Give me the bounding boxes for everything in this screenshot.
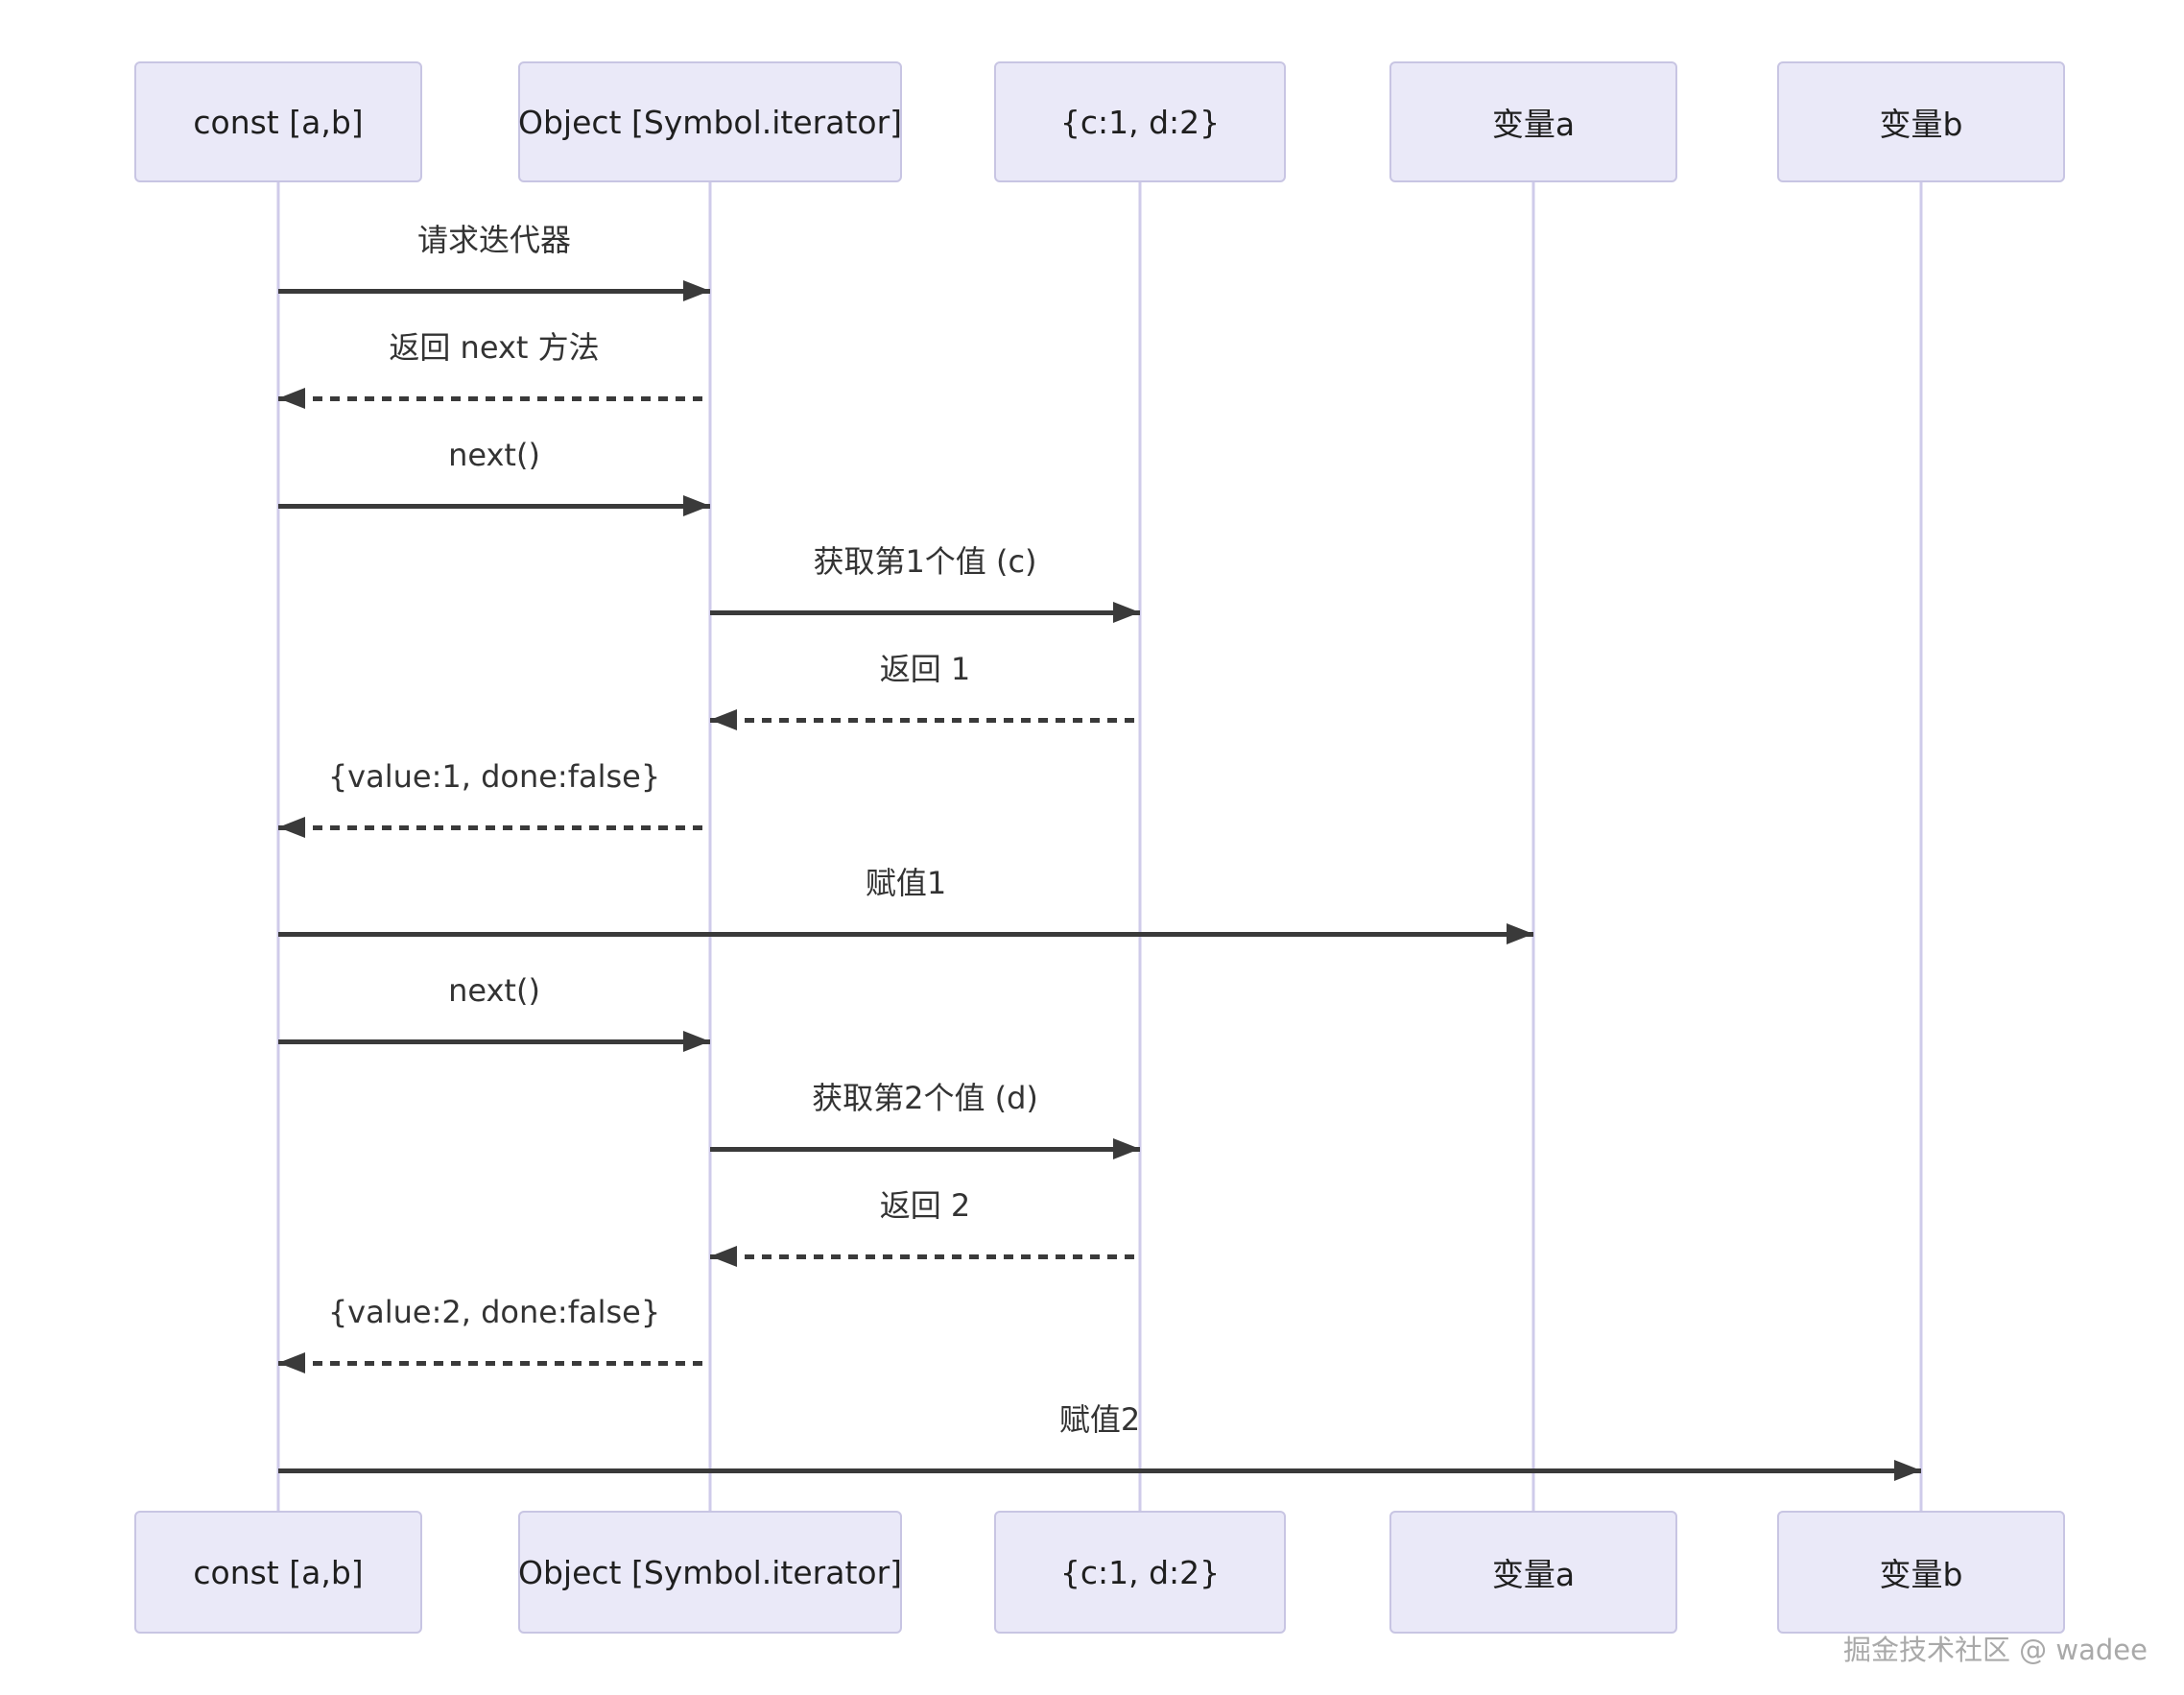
- message-label-1: 请求迭代器: [416, 222, 572, 258]
- message-arrow-5: [710, 709, 1140, 730]
- participant-bottom-const-ab: const [a,b]: [134, 1511, 422, 1634]
- arrowhead-right-icon: [1113, 602, 1140, 623]
- message-label-4: 获取第1个值 (c): [813, 543, 1037, 580]
- message-arrow-4: [710, 602, 1140, 623]
- message-arrow-2: [278, 388, 710, 409]
- message-arrow-3: [278, 495, 710, 516]
- message-arrow-9: [710, 1138, 1140, 1159]
- participant-bottom-var-a: 变量a: [1389, 1511, 1677, 1634]
- message-arrow-6: [278, 817, 710, 838]
- participant-top-object-symbol-iterator: Object [Symbol.iterator]: [518, 61, 902, 182]
- participant-bottom-var-b: 变量b: [1777, 1511, 2065, 1634]
- message-arrow-12: [278, 1460, 1921, 1481]
- arrowhead-left-icon: [278, 1352, 305, 1373]
- participant-top-const-ab: const [a,b]: [134, 61, 422, 182]
- lifeline-c1-d2: [1138, 182, 1142, 1511]
- message-label-9: 获取第2个值 (d): [812, 1080, 1038, 1116]
- message-label-5: 返回 1: [879, 651, 971, 687]
- message-label-3: next(): [448, 437, 540, 473]
- participant-bottom-object-symbol-iterator: Object [Symbol.iterator]: [518, 1511, 902, 1634]
- message-label-10: 返回 2: [879, 1187, 971, 1224]
- participant-bottom-c1-d2: {c:1, d:2}: [994, 1511, 1286, 1634]
- arrowhead-right-icon: [683, 1031, 710, 1052]
- message-arrow-10: [710, 1246, 1140, 1267]
- arrowhead-right-icon: [683, 280, 710, 301]
- lifeline-const-ab: [276, 182, 280, 1511]
- arrowhead-right-icon: [1113, 1138, 1140, 1159]
- message-label-8: next(): [448, 972, 540, 1009]
- arrowhead-left-icon: [710, 1246, 737, 1267]
- arrowhead-left-icon: [278, 817, 305, 838]
- participant-top-var-a: 变量a: [1389, 61, 1677, 182]
- message-arrow-8: [278, 1031, 710, 1052]
- arrowhead-right-icon: [1507, 923, 1533, 944]
- message-arrow-7: [278, 923, 1533, 944]
- lifeline-var-b: [1919, 182, 1923, 1511]
- arrowhead-right-icon: [1894, 1460, 1921, 1481]
- participant-top-var-b: 变量b: [1777, 61, 2065, 182]
- lifeline-object-symbol-iterator: [708, 182, 712, 1511]
- arrowhead-left-icon: [710, 709, 737, 730]
- message-label-6: {value:1, done:false}: [327, 758, 661, 795]
- message-label-12: 赋值2: [1058, 1401, 1141, 1438]
- participant-top-c1-d2: {c:1, d:2}: [994, 61, 1286, 182]
- lifeline-var-a: [1531, 182, 1535, 1511]
- message-arrow-11: [278, 1352, 710, 1373]
- message-label-7: 赋值1: [865, 865, 947, 901]
- message-label-11: {value:2, done:false}: [327, 1294, 661, 1330]
- message-label-2: 返回 next 方法: [389, 329, 600, 366]
- message-arrow-1: [278, 280, 710, 301]
- arrowhead-left-icon: [278, 388, 305, 409]
- watermark: 掘金技术社区 @ wadee: [1842, 1634, 2148, 1666]
- arrowhead-right-icon: [683, 495, 710, 516]
